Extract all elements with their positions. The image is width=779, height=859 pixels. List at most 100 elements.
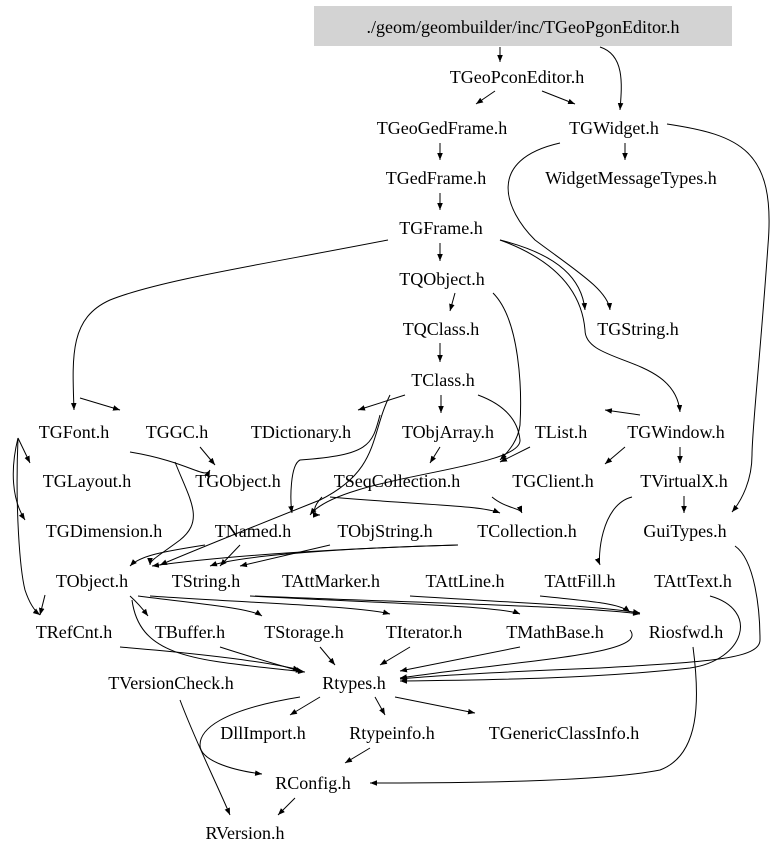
edge-tgfont-to-tggc [79, 397, 121, 411]
edge-tgeopconeditor-to-tgwidget [541, 90, 576, 105]
edge-riosfwd-to-rtypes [399, 629, 633, 680]
edge-tobject-to-trefcnt [38, 594, 46, 616]
edge-tbuffer-to-rtypes [219, 646, 304, 673]
node-root[interactable]: ./geom/geombuilder/inc/TGeoPgonEditor.h [367, 17, 680, 37]
node-trefcnt[interactable]: TRefCnt.h [36, 622, 113, 642]
edge-tgobject-to-tobject [147, 461, 194, 566]
node-tattmarker[interactable]: TAttMarker.h [282, 571, 380, 591]
node-rtypes[interactable]: Rtypes.h [322, 673, 386, 693]
edge-tclass-to-tlist [309, 394, 521, 516]
edge-tgwindow-to-tgclient [604, 446, 626, 465]
edge-tmathbase-to-rtypes [399, 646, 521, 673]
node-tnamed[interactable]: TNamed.h [215, 521, 291, 541]
node-tattline[interactable]: TAttLine.h [425, 571, 504, 591]
edge-tgfont-to-tglayout [17, 437, 31, 464]
node-rconfig[interactable]: RConfig.h [275, 773, 351, 793]
node-titerator[interactable]: TIterator.h [386, 622, 462, 642]
node-tattfill[interactable]: TAttFill.h [544, 571, 615, 591]
edge-tgwindow-to-tnamed [604, 408, 641, 416]
node-tqclass[interactable]: TQClass.h [403, 319, 480, 339]
node-tggc[interactable]: TGGC.h [146, 422, 209, 442]
node-dllimport[interactable]: DllImport.h [220, 723, 306, 743]
node-tseqcollection[interactable]: TSeqCollection.h [334, 471, 460, 491]
edge-tgframe-to-tgstring [499, 239, 588, 311]
edge-tgwidget-to-tgstring [507, 142, 613, 311]
edge-tobjarray-to-tseqcollection [429, 446, 441, 464]
node-tglayout[interactable]: TGLayout.h [43, 471, 131, 491]
node-rversion[interactable]: RVersion.h [205, 823, 284, 843]
edge-root-to-tgwidget [599, 46, 624, 111]
node-tobjarray[interactable]: TObjArray.h [402, 422, 494, 442]
node-tgeogedframe[interactable]: TGeoGedFrame.h [377, 118, 507, 138]
node-tgenericclassinfo[interactable]: TGenericClassInfo.h [489, 723, 639, 743]
edge-tseqcollection-to-tobjstring [312, 496, 323, 518]
edge-tatttext-to-rtypes [399, 595, 741, 684]
edge-tgeopconeditor-to-tgeogedframe [475, 90, 496, 105]
edge-rconfig-to-rversion [277, 797, 296, 816]
node-tclass[interactable]: TClass.h [411, 370, 475, 390]
node-tgwindow[interactable]: TGWindow.h [627, 422, 725, 442]
node-guitypes[interactable]: GuiTypes.h [643, 521, 726, 541]
node-tobjstring[interactable]: TObjString.h [337, 521, 432, 541]
edge-trefcnt-to-rtypes [119, 646, 301, 672]
node-tgclient[interactable]: TGClient.h [512, 471, 594, 491]
node-tgwidget[interactable]: TGWidget.h [569, 118, 659, 138]
node-tmathbase[interactable]: TMathBase.h [506, 622, 603, 642]
edge-tgfont-to-tgdimension [12, 437, 26, 521]
edge-tnamed-to-tobject [129, 544, 206, 567]
edge-tgfont-to-trefcnt [16, 437, 41, 616]
edge-tobject-to-titerator [149, 595, 391, 615]
edge-tggc-to-tgobject [199, 446, 216, 466]
edge-tattfill-to-riosfwd [539, 595, 631, 613]
node-tgframe[interactable]: TGFrame.h [399, 218, 482, 238]
edge-tgwidget-to-guitypes [666, 123, 770, 513]
edge-tstring-to-riosfwd [254, 595, 641, 616]
edge-tstring-to-tmathbase [249, 595, 521, 615]
node-tstring[interactable]: TString.h [172, 571, 241, 591]
edge-rtypes-to-dllimport [289, 696, 321, 716]
edge-tdictionary-to-tnamed [288, 414, 381, 514]
node-tgobject[interactable]: TGObject.h [195, 471, 280, 491]
edge-rtypes-to-rconfig [199, 696, 301, 776]
edge-tgfont-to-tgobject [129, 451, 211, 478]
node-tgfont[interactable]: TGFont.h [39, 422, 110, 442]
edge-tgframe-to-tgfont [70, 239, 389, 411]
edge-tobject-to-rtypes [131, 599, 306, 674]
node-tlist[interactable]: TList.h [535, 422, 588, 442]
edge-tvirtualx-to-tatttext [594, 496, 633, 566]
edge-tversioncheck-to-rversion [179, 699, 231, 816]
edge-tgframe-to-tgwindow [499, 239, 683, 413]
dependency-edges [12, 46, 770, 816]
node-tgedframe[interactable]: TGedFrame.h [386, 168, 486, 188]
edge-tqobject-to-tqclass [449, 292, 456, 312]
node-tgstring[interactable]: TGString.h [597, 319, 679, 339]
node-tstorage[interactable]: TStorage.h [264, 622, 343, 642]
node-rtypeinfo[interactable]: Rtypeinfo.h [349, 723, 435, 743]
node-tdictionary[interactable]: TDictionary.h [251, 422, 351, 442]
node-tobject[interactable]: TObject.h [56, 571, 128, 591]
node-tbuffer[interactable]: TBuffer.h [155, 622, 225, 642]
node-tatttext[interactable]: TAttText.h [654, 571, 732, 591]
node-tgeopconeditor[interactable]: TGeoPconEditor.h [450, 67, 584, 87]
edge-tclass-to-tdictionary [357, 394, 406, 411]
edge-titerator-to-rtypes [379, 646, 411, 666]
node-labels: ./geom/geombuilder/inc/TGeoPgonEditor.h … [36, 17, 732, 843]
node-tcollection[interactable]: TCollection.h [477, 521, 576, 541]
edge-tlist-to-tseqcollection [499, 446, 531, 463]
edge-tgclient-to-tcollection [491, 496, 523, 514]
node-widgetmessagetypes[interactable]: WidgetMessageTypes.h [545, 168, 716, 188]
edge-tcollection-to-tobject [151, 544, 459, 568]
edge-tstorage-to-rtypes [319, 646, 336, 666]
edge-tqobject-to-tseqcollection [492, 292, 522, 461]
edge-rtypeinfo-to-rconfig [344, 747, 371, 764]
node-tversioncheck[interactable]: TVersionCheck.h [108, 673, 233, 693]
edge-rtypes-to-tgenericclassinfo [394, 696, 476, 715]
node-tvirtualx[interactable]: TVirtualX.h [640, 471, 727, 491]
edge-tobjstring-to-tstring [239, 544, 331, 568]
node-tgdimension[interactable]: TGDimension.h [46, 521, 163, 541]
node-tqobject[interactable]: TQObject.h [399, 269, 484, 289]
edge-tobject-to-tstorage [137, 595, 263, 617]
node-riosfwd[interactable]: Riosfwd.h [649, 622, 724, 642]
edge-tnamed-to-tstring [219, 544, 241, 567]
